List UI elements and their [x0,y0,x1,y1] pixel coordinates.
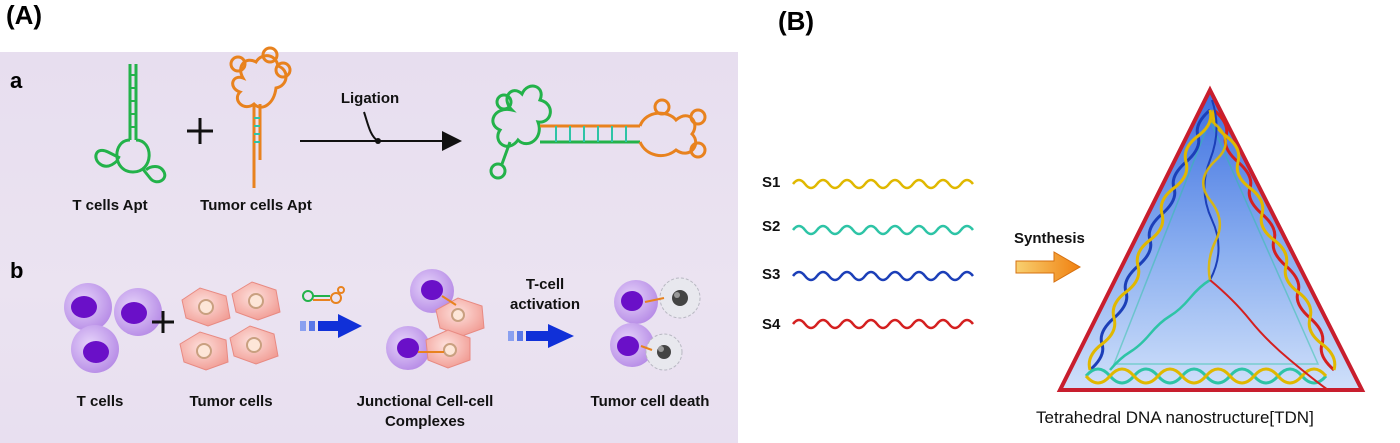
tdn-triangle [1056,85,1366,392]
t-cells-apt-label: T cells Apt [72,197,148,214]
row-b-label: b [10,258,24,283]
synthesis-label: Synthesis [1014,230,1085,247]
small-aptamer-icon [302,286,345,304]
tumor-cells-label: Tumor cells [189,393,273,410]
tumor-cell-death [610,277,701,371]
synthesis-arrow [1015,251,1082,283]
t-cells-group [64,283,162,373]
ligated-aptamer-base-pairs [555,126,627,142]
tdn-structure [1056,85,1366,392]
ligated-aptamer [489,84,707,180]
strand-s3 [792,270,974,282]
t-cells-label: T cells [76,393,124,410]
strand-label-s3: S3 [762,266,781,283]
blue-arrow-2 [508,324,574,348]
junctional-complexes [386,269,485,370]
strands-svg [792,178,974,330]
plus-sign-b [152,311,174,333]
row-a-label: a [10,68,23,93]
panel-a-background [0,52,738,443]
complexes-label-line1: Junctional Cell-cell [356,393,494,410]
ligation-label: Ligation [340,90,400,107]
tumor-cells-group [179,281,281,371]
activation-label-line2: activation [509,296,581,313]
strand-label-s1: S1 [762,174,781,191]
ligation-arrow [300,111,462,151]
complexes-label-line2: Complexes [384,413,466,430]
strand-s1 [792,178,974,190]
plus-sign-a [187,118,213,144]
strand-s4 [792,318,974,330]
tumor-cell-aptamer [229,46,292,188]
tumor-cells-apt-label: Tumor cells Apt [200,197,312,214]
strand-label-s4: S4 [762,316,781,333]
panel-b-label: (B) [778,6,815,36]
tumor-aptamer-base-pairs [254,117,260,143]
tdn-inner-edges [1109,278,1211,371]
strand-s2 [792,224,974,236]
t-cell-aptamer [94,64,167,184]
tdn-caption: Tetrahedral DNA nanostructure[TDN] [1036,408,1314,427]
activation-label-line1: T-cell [525,276,565,293]
blue-arrow-1 [300,314,362,338]
panel-a-diagram [64,46,707,373]
cell-death-label: Tumor cell death [590,393,710,410]
strand-label-s2: S2 [762,218,781,235]
panel-a-label: (A) [6,0,43,30]
